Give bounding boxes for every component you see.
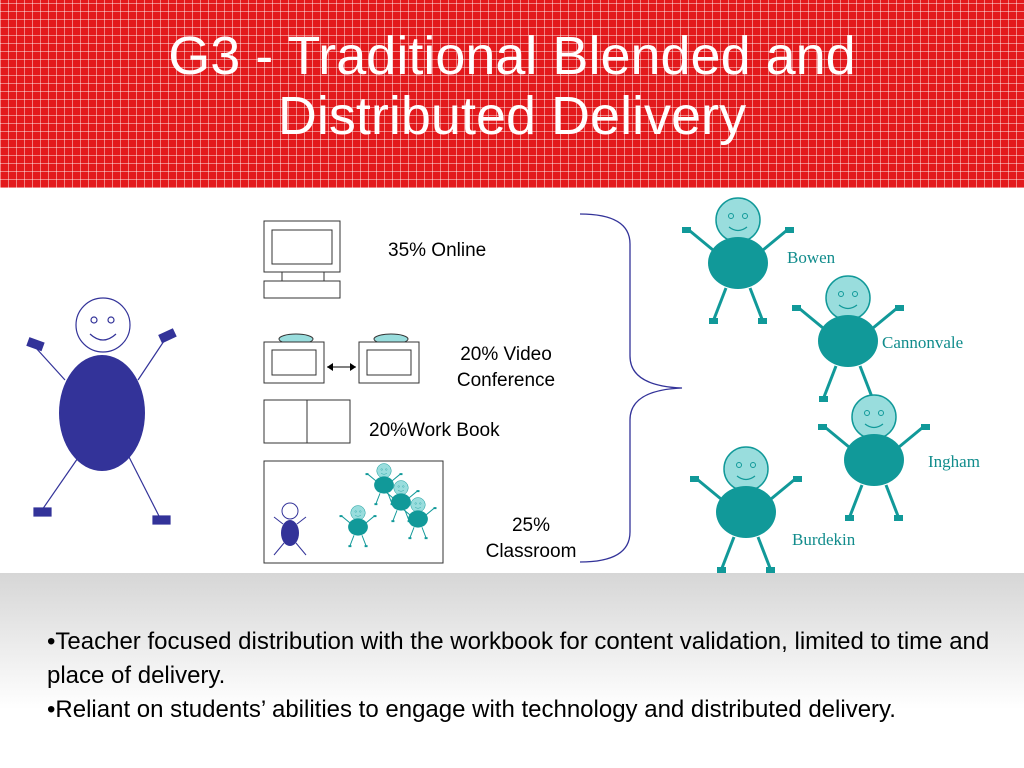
bullet-point-1: •Teacher focused distribution with the w… [47,628,990,689]
classroom-teacher-figure [273,502,307,556]
slide-title: G3 - Traditional Blended and Distributed… [0,26,1024,146]
notes-area: •Teacher focused distribution with the w… [0,573,1024,768]
location-label-ingham: Ingham [928,452,980,471]
workbook-label: 20%Work Book [369,420,500,441]
title-banner: G3 - Traditional Blended and Distributed… [0,0,1024,188]
grouping-brace [579,213,683,563]
location-label-bowen: Bowen [787,248,836,267]
location-label-burdekin: Burdekin [792,530,856,549]
location-label-cannonvale: Cannonvale [882,333,963,352]
classroom-icon [263,460,444,564]
video-conference-label-line2: Conference [457,370,555,391]
title-line-1: G3 - Traditional Blended and [168,26,856,86]
student-figure-bowen [680,196,796,326]
bullet-point-2: •Reliant on students’ abilities to engag… [47,696,896,723]
video-conference-icon [263,333,420,384]
classroom-label-line2: Classroom [486,541,577,562]
student-figure-burdekin [688,445,804,573]
student-figure-ingham [816,393,932,523]
video-conference-label-line1: 20% Video [460,344,552,365]
online-label: 35% Online [388,240,486,261]
delivery-diagram: 35% Online 20% Video Conference 20%Work … [26,196,980,573]
computer-icon [263,220,341,299]
teacher-figure [26,297,177,525]
title-line-2: Distributed Delivery [277,86,747,146]
classroom-label-line1: 25% [512,515,550,536]
workbook-icon [263,399,351,444]
